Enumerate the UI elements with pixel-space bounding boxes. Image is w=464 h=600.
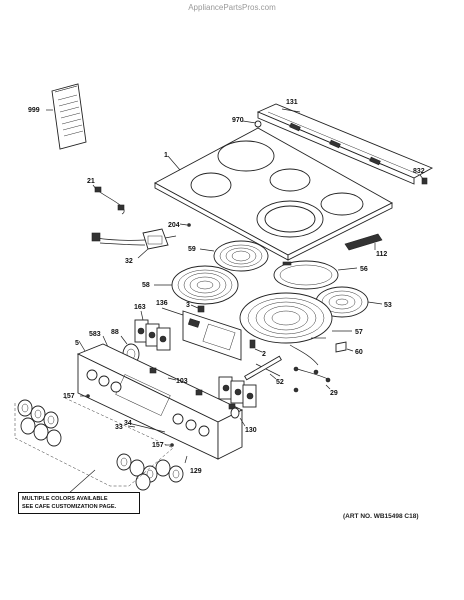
callout-60: 60 [355, 349, 363, 356]
callout-58: 58 [142, 282, 150, 289]
knobs-left-33[interactable] [17, 399, 62, 447]
callout-2: 2 [262, 351, 266, 358]
wiring-29[interactable] [293, 366, 331, 393]
callout-52: 52 [276, 379, 284, 386]
callout-163: 163 [134, 304, 146, 311]
terminal-block[interactable] [91, 228, 177, 250]
switch-3[interactable] [197, 305, 205, 313]
note-line-2: SEE CAFE CUSTOMIZATION PAGE. [22, 504, 117, 510]
callout-832: 832 [413, 168, 425, 175]
part-60[interactable] [335, 341, 347, 353]
callout-88: 88 [111, 329, 119, 336]
screw-157-b [170, 443, 174, 447]
bracket-112[interactable] [344, 233, 383, 251]
callout-1: 1 [164, 152, 168, 159]
callout-103: 103 [176, 378, 188, 385]
callout-56: 56 [360, 266, 368, 273]
watermark: AppliancePartsPros.com [188, 3, 276, 12]
infinite-switches-163[interactable] [134, 319, 171, 351]
callout-59: 59 [188, 246, 196, 253]
callout-129: 129 [190, 468, 202, 475]
callout-53: 53 [384, 302, 392, 309]
element-57[interactable] [239, 292, 333, 344]
rear-trim[interactable] [256, 103, 434, 185]
color-options-note: MULTIPLE COLORS AVAILABLE SEE CAFE CUSTO… [18, 492, 140, 514]
element-ring-56[interactable] [273, 260, 339, 290]
callout-157-b: 157 [152, 442, 164, 449]
switches-130[interactable] [218, 376, 257, 419]
screw [254, 120, 262, 128]
wire-harness[interactable] [94, 186, 125, 215]
element-59[interactable] [213, 240, 269, 272]
callout-970: 970 [232, 117, 244, 124]
callout-131: 131 [286, 99, 298, 106]
wiring-52 [289, 344, 319, 366]
callout-29: 29 [330, 390, 338, 397]
callout-34: 34 [124, 420, 132, 427]
callout-33: 33 [115, 424, 123, 431]
callout-157-a: 157 [63, 393, 75, 400]
knobs-right-34[interactable] [116, 453, 184, 491]
callout-3: 3 [186, 302, 190, 309]
screw-157-a [86, 394, 90, 398]
manual-booklet[interactable] [51, 83, 87, 150]
control-panel-5[interactable] [76, 343, 244, 460]
screw-204 [187, 223, 191, 227]
callout-204: 204 [168, 222, 180, 229]
callout-21: 21 [87, 178, 95, 185]
callout-57: 57 [355, 329, 363, 336]
callout-136: 136 [156, 300, 168, 307]
control-board-136[interactable] [182, 310, 242, 361]
callout-999: 999 [28, 107, 40, 114]
element-58[interactable] [171, 265, 239, 305]
callout-130: 130 [245, 427, 257, 434]
callout-583: 583 [89, 331, 101, 338]
clip-2[interactable] [249, 339, 256, 349]
note-line-1: MULTIPLE COLORS AVAILABLE [22, 496, 108, 502]
callout-112: 112 [376, 251, 387, 258]
callout-5: 5 [75, 340, 79, 347]
bracket-832[interactable] [421, 177, 428, 185]
callout-32: 32 [125, 258, 133, 265]
knob-group-outline [14, 397, 174, 487]
cooktop-glass[interactable] [154, 127, 393, 261]
clips-103[interactable] [149, 367, 236, 410]
bar-52[interactable] [244, 355, 282, 381]
art-number: (ART NO. WB15498 C18) [343, 513, 419, 520]
